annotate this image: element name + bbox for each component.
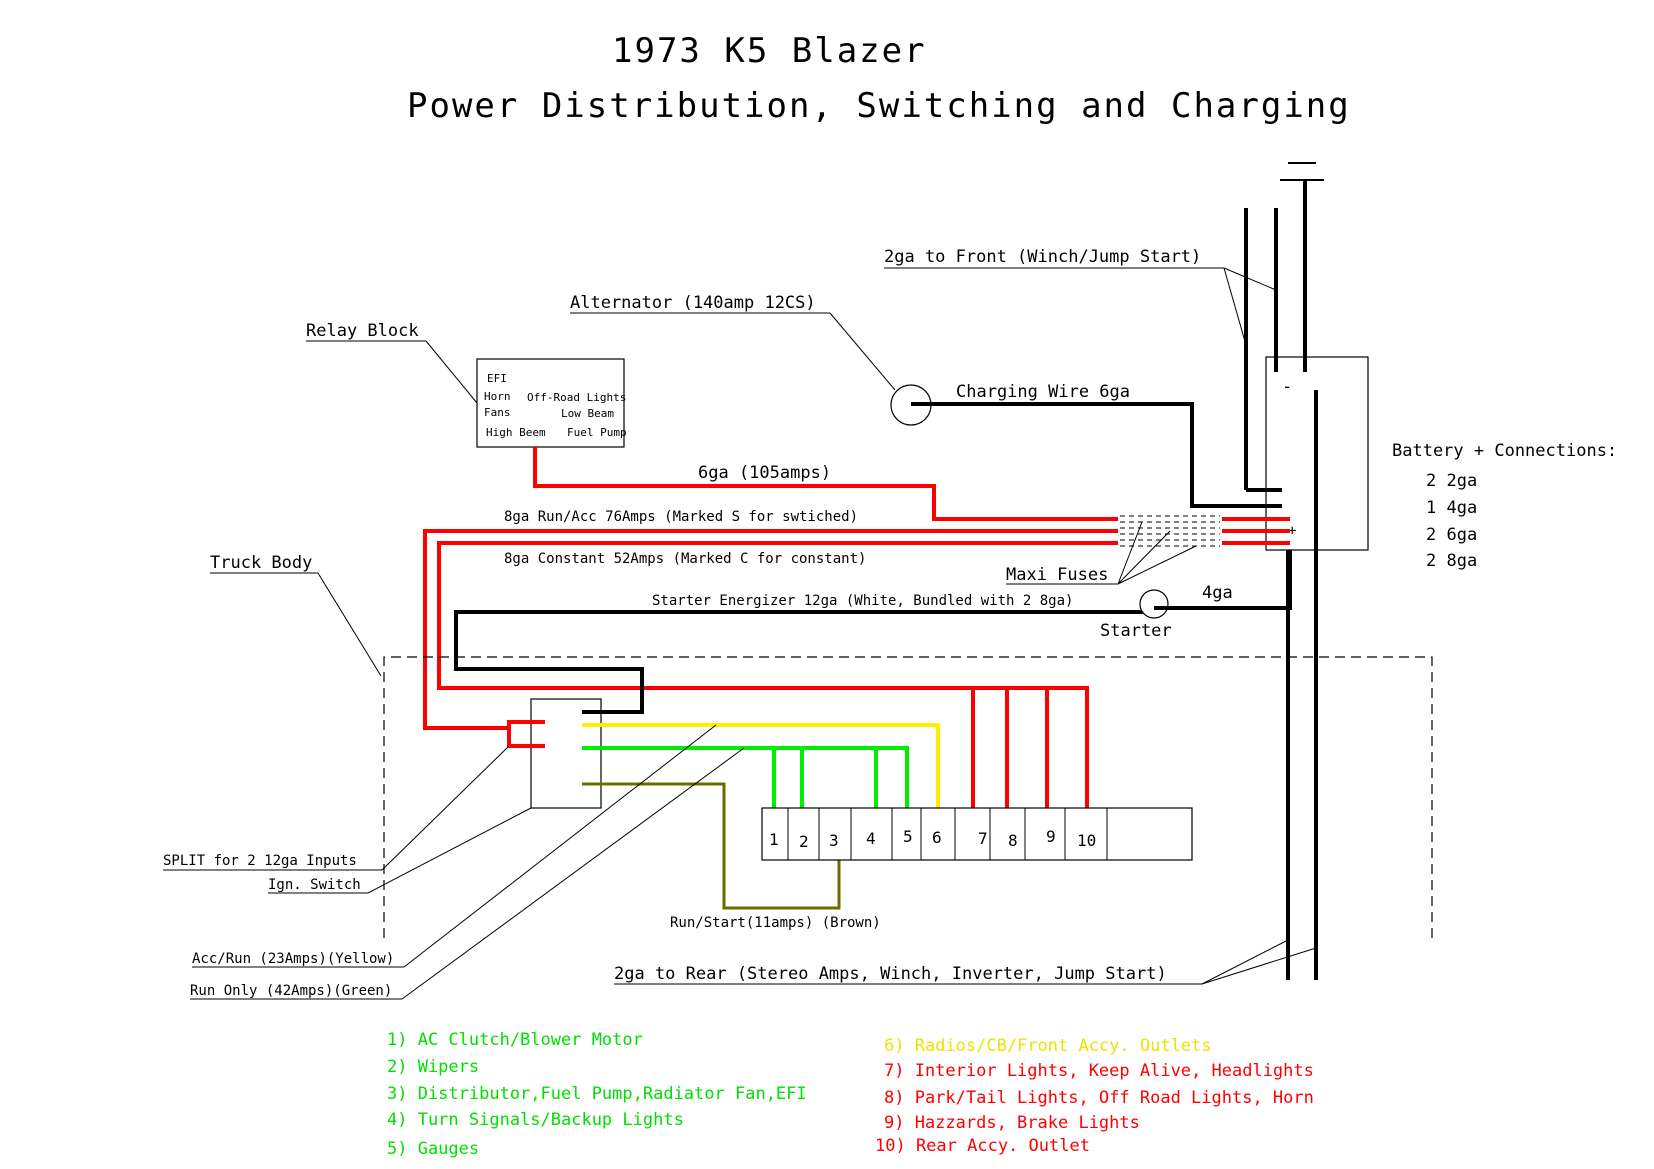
relay-block-box — [476, 358, 625, 448]
relay-item-low-beam: Low Beam — [561, 407, 614, 420]
fuse-number-5: 5 — [903, 827, 913, 846]
legend-item-6: 6) Radios/CB/Front Accy. Outlets — [884, 1036, 1212, 1056]
legend-item-3: 3) Distributor,Fuel Pump,Radiator Fan,EF… — [387, 1084, 807, 1104]
battery-connection-6ga: 2 6ga — [1426, 525, 1477, 545]
fuse-number-3: 3 — [829, 831, 839, 850]
charging-wire-label: Charging Wire 6ga — [956, 382, 1130, 402]
legend-item-7: 7) Interior Lights, Keep Alive, Headligh… — [884, 1061, 1314, 1081]
fuse-number-2: 2 — [799, 832, 809, 851]
maxi-fuse-dashes — [1120, 515, 1220, 547]
constant-8ga-label: 8ga Constant 52Amps (Marked C for consta… — [504, 551, 866, 567]
battery-connection-4ga: 1 4ga — [1426, 498, 1477, 518]
fuse-number-1: 1 — [769, 830, 779, 849]
starter-energizer-label: Starter Energizer 12ga (White, Bundled w… — [652, 593, 1073, 609]
truck-body-boundary — [383, 656, 1433, 938]
starter-4ga-label: 4ga — [1202, 583, 1233, 603]
relay-6ga-wire — [533, 447, 1118, 521]
brown-run-start-wire — [582, 782, 841, 910]
yellow-acc-run-wire — [582, 723, 940, 820]
split-input-wire — [507, 720, 545, 748]
legend-left: 1) AC Clutch/Blower Motor 2) Wipers 3) D… — [387, 1030, 807, 1159]
split-leader — [381, 745, 510, 871]
maxi-fuses-label: Maxi Fuses — [1006, 565, 1108, 585]
fuse-number-4: 4 — [866, 829, 876, 848]
acc-run-label: Acc/Run (23Amps)(Yellow) — [192, 951, 394, 967]
main-cables — [1244, 180, 1318, 980]
ground-symbol — [1280, 162, 1324, 181]
run-only-label: Run Only (42Amps)(Green) — [190, 983, 392, 999]
fuse-number-9: 9 — [1046, 827, 1056, 846]
legend-right: 6) Radios/CB/Front Accy. Outlets 7) Inte… — [875, 1036, 1314, 1156]
alternator-label: Alternator (140amp 12CS) — [570, 293, 816, 313]
battery-connection-8ga: 2 8ga — [1426, 551, 1477, 571]
legend-item-4: 4) Turn Signals/Backup Lights — [387, 1110, 684, 1130]
relay-block-leader — [425, 340, 478, 404]
relay-block-label: Relay Block — [306, 321, 419, 341]
legend-item-5: 5) Gauges — [387, 1139, 479, 1159]
ign-switch-leader — [367, 807, 532, 894]
ignition-switch-box — [530, 698, 602, 809]
run-acc-8ga-wire — [423, 529, 1118, 730]
front-2ga-leaders — [1223, 267, 1277, 346]
acc-run-leader — [403, 724, 717, 968]
ign-switch-label: Ign. Switch — [268, 877, 361, 893]
title-line-2: Power Distribution, Switching and Chargi… — [407, 86, 1351, 126]
fuse-number-6: 6 — [932, 828, 942, 847]
charging-wire — [911, 402, 1282, 508]
starter-energizer-wire — [454, 610, 1154, 714]
fuse-number-10: 10 — [1077, 831, 1096, 850]
relay-item-efi: EFI — [487, 372, 507, 385]
relay-item-fans: Fans — [484, 406, 511, 419]
battery-connection-2ga: 2 2ga — [1426, 471, 1477, 491]
run-acc-8ga-label: 8ga Run/Acc 76Amps (Marked S for swtiche… — [504, 509, 858, 525]
legend-item-10: 10) Rear Accy. Outlet — [875, 1136, 1090, 1156]
fuse-number-8: 8 — [1008, 831, 1018, 850]
run-start-label: Run/Start(11amps) (Brown) — [670, 915, 881, 931]
truck-body-leader — [317, 572, 382, 677]
relay-item-horn: Horn — [484, 390, 511, 403]
relay-item-offroad: Off-Road Lights — [527, 391, 626, 404]
rear-2ga-leaders — [1201, 939, 1317, 985]
relay-item-high-beem: High Beem — [486, 426, 546, 439]
truck-body-label: Truck Body — [210, 553, 312, 573]
relay-item-fuel-pump: Fuel Pump — [567, 426, 627, 439]
starter-label: Starter — [1100, 621, 1172, 641]
title-line-1: 1973 K5 Blazer — [612, 31, 927, 71]
green-run-only-wire — [582, 746, 909, 820]
starter-4ga-wire — [1154, 550, 1292, 610]
alternator-leader — [829, 312, 896, 391]
legend-item-2: 2) Wipers — [387, 1057, 479, 1077]
battery-plus-label: + — [1288, 523, 1296, 539]
legend-item-9: 9) Hazzards, Brake Lights — [884, 1113, 1140, 1133]
legend-item-8: 8) Park/Tail Lights, Off Road Lights, Ho… — [884, 1088, 1314, 1108]
maxi-fuses-leaders — [1117, 521, 1197, 585]
legend-item-1: 1) AC Clutch/Blower Motor — [387, 1030, 643, 1050]
fuse-block-dividers — [787, 808, 1108, 860]
battery-minus-label: - — [1282, 377, 1292, 397]
relay-6ga-label: 6ga (105amps) — [698, 463, 831, 483]
constant-8ga-wire — [437, 541, 1118, 820]
starter-symbol — [1139, 589, 1169, 619]
front-2ga-label: 2ga to Front (Winch/Jump Start) — [884, 247, 1201, 267]
split-label: SPLIT for 2 12ga Inputs — [163, 853, 357, 869]
battery-connections-title: Battery + Connections: — [1392, 441, 1617, 461]
fuse-block — [761, 807, 1193, 861]
run-only-leader — [401, 747, 745, 1000]
fuse-number-7: 7 — [978, 829, 988, 848]
rear-2ga-label: 2ga to Rear (Stereo Amps, Winch, Inverte… — [614, 964, 1167, 984]
